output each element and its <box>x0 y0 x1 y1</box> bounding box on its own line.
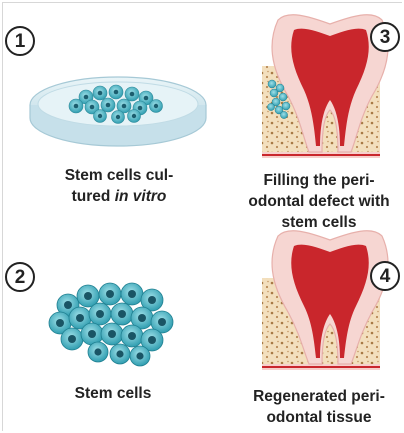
step-4-caption: Regenerated peri- odontal tissue <box>236 386 402 428</box>
step-3-caption-line: stem cells <box>236 212 402 233</box>
step-1-caption-prefix: tured <box>72 188 115 205</box>
step-1-caption: Stem cells cul- tured in vitro <box>38 165 200 207</box>
step-4-badge: 4 <box>370 261 400 291</box>
step-3-caption: Filling the peri- odontal defect with st… <box>236 170 402 233</box>
step-4-number: 4 <box>380 267 391 286</box>
step-2-caption: Stem cells <box>38 383 188 404</box>
step-1-caption-line: Stem cells cul- <box>38 165 200 186</box>
regenerated-tooth <box>262 231 388 370</box>
step-2-number: 2 <box>15 268 26 287</box>
step-1-caption-line: tured in vitro <box>38 186 200 207</box>
step-3-badge: 3 <box>370 22 400 52</box>
step-2-caption-line: Stem cells <box>38 383 188 404</box>
step-3-caption-line: Filling the peri- <box>236 170 402 191</box>
step-3-caption-line: odontal defect with <box>236 191 402 212</box>
step-3-number: 3 <box>380 28 391 47</box>
step-2-badge: 2 <box>5 262 35 292</box>
stem-cell-cluster <box>49 283 173 366</box>
step-4-caption-line: odontal tissue <box>236 407 402 428</box>
step-1-caption-italic: in vitro <box>115 188 167 205</box>
step-4-caption-line: Regenerated peri- <box>236 386 402 407</box>
